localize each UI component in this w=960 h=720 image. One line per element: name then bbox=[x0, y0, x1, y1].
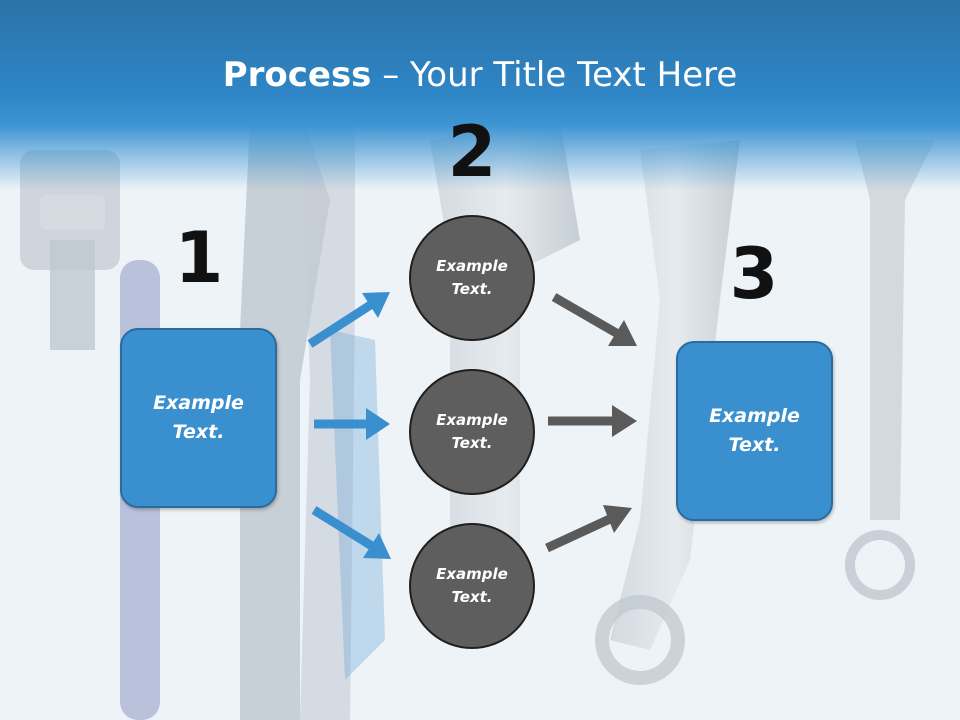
step-number-2: 2 bbox=[447, 111, 497, 193]
left-text-box: Example Text. bbox=[120, 328, 277, 508]
title-rest: – Your Title Text Here bbox=[371, 55, 738, 95]
right-text-box: Example Text. bbox=[676, 341, 833, 521]
title-bold: Process bbox=[222, 55, 372, 95]
circle-bottom: Example Text. bbox=[409, 523, 535, 649]
step-number-3: 3 bbox=[729, 233, 779, 315]
title-banner bbox=[0, 0, 960, 190]
circle-middle: Example Text. bbox=[409, 369, 535, 495]
circle-top-text: Example Text. bbox=[436, 257, 508, 298]
slide-title: Process – Your Title Text Here bbox=[0, 50, 960, 100]
circle-middle-text: Example Text. bbox=[436, 411, 508, 452]
right-box-text: Example Text. bbox=[709, 405, 800, 456]
step-number-1: 1 bbox=[174, 217, 224, 299]
left-box-text: Example Text. bbox=[153, 392, 244, 443]
circle-top: Example Text. bbox=[409, 215, 535, 341]
circle-bottom-text: Example Text. bbox=[436, 565, 508, 606]
